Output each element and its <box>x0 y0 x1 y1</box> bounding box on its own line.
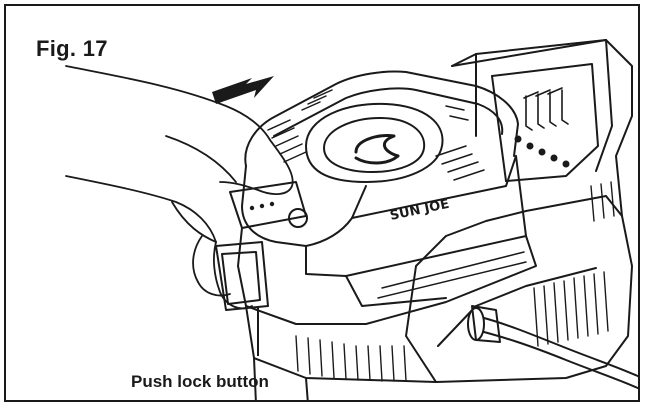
battery-led-dots <box>249 201 275 211</box>
sun-joe-logo: SUN JOE <box>389 197 451 224</box>
charger-terminals <box>523 87 569 131</box>
battery-gauge-button <box>288 208 308 228</box>
charger-indicator-dots <box>514 135 570 168</box>
push-lock-button <box>215 241 269 311</box>
figure-label: Fig. 17 <box>36 36 108 61</box>
battery-pack <box>215 70 537 325</box>
charger-vent-slats <box>533 181 615 347</box>
figure-frame: SUN JOE Fig. 17 Push lock button <box>4 4 640 402</box>
charger-base <box>245 39 638 400</box>
arrow-left-icon <box>212 76 274 104</box>
battery-top-vents <box>267 89 485 181</box>
battery-charger-illustration: SUN JOE <box>65 39 638 400</box>
callout-push-lock-button: Push lock button <box>131 372 269 391</box>
hand-illustration <box>65 65 294 310</box>
front-vent-slats <box>295 335 407 382</box>
